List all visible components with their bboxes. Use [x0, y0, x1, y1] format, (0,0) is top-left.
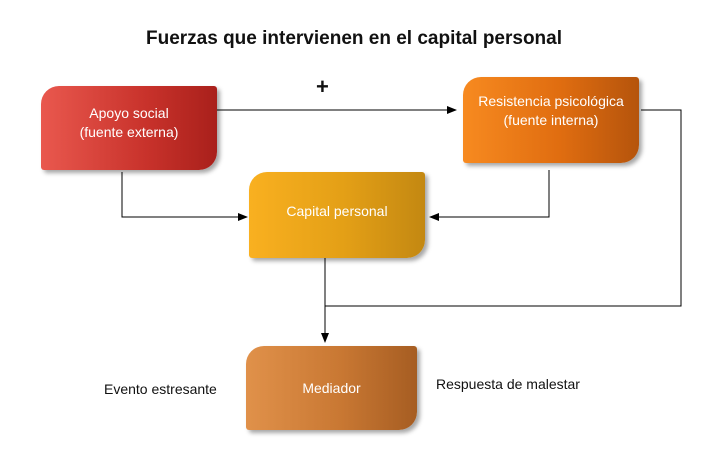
- node-resistencia-line1: Resistencia psicológica: [478, 93, 624, 109]
- node-mediador-line1: Mediador: [302, 379, 361, 396]
- arrow-resistencia-to-capital: [429, 170, 550, 221]
- node-mediador: Mediador: [246, 346, 417, 430]
- line-resistencia-to-mediador: [325, 109, 682, 307]
- node-apoyo-line1: Apoyo social: [89, 105, 169, 121]
- node-capital-personal: Capital personal: [249, 172, 425, 258]
- node-resistencia-line2: (fuente interna): [503, 112, 599, 128]
- plus-sign: +: [316, 74, 329, 99]
- label-evento-estresante: Evento estresante: [104, 381, 217, 397]
- diagram-title: Fuerzas que intervienen en el capital pe…: [145, 28, 563, 49]
- node-apoyo-social: Apoyo social (fuente externa): [41, 86, 217, 170]
- node-resistencia-psicologica: Resistencia psicológica (fuente interna): [463, 77, 639, 163]
- arrow-apoyo-to-capital: [121, 172, 248, 221]
- node-capital-line1: Capital personal: [286, 202, 388, 219]
- label-respuesta-malestar: Respuesta de malestar: [436, 376, 580, 392]
- node-apoyo-line2: (fuente externa): [79, 124, 179, 140]
